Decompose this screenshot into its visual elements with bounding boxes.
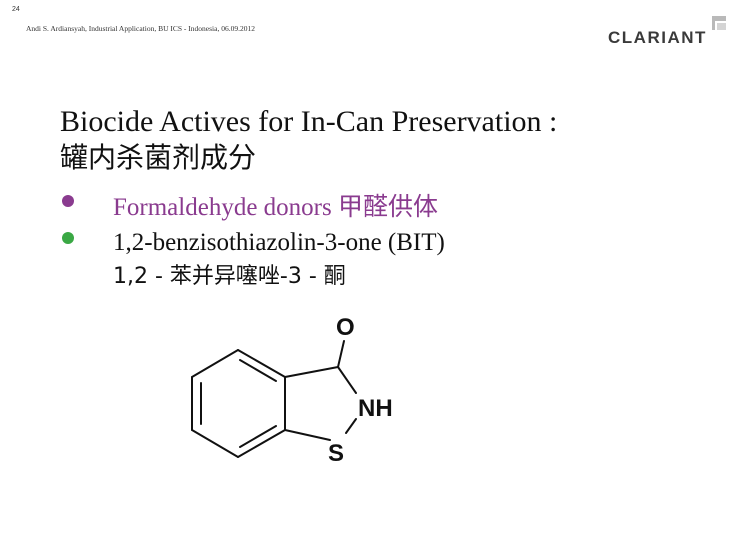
aromatic-bond — [239, 359, 277, 382]
aromatic-bond — [239, 425, 277, 448]
clariant-logo: CLARIANT — [608, 16, 728, 47]
ring-bond — [345, 418, 357, 434]
slide-title: Biocide Actives for In-Can Preservation … — [60, 105, 558, 138]
bullet-item-formaldehyde: Formaldehyde donors 甲醛供体 — [113, 194, 438, 221]
nitrogen-label: NH — [358, 395, 393, 422]
page-number: 24 — [12, 6, 20, 13]
bullet-item-bit: 1,2-benzisothiazolin-3-one (BIT) — [113, 229, 445, 256]
bullet-dot-2 — [62, 232, 74, 244]
bullet-item-bit-chinese: 1,2 - 苯并异噻唑-3 - 酮 — [113, 264, 346, 289]
bullet-dot-1 — [62, 195, 74, 207]
sulfur-label: S — [328, 440, 344, 467]
carbonyl-bond — [337, 340, 345, 368]
presentation-footer: Andi S. Ardiansyah, Industrial Applicati… — [26, 24, 255, 33]
ring-bond — [191, 429, 239, 458]
ring-bond — [237, 349, 286, 378]
ring-bond — [284, 366, 339, 378]
ring-bond — [284, 429, 331, 441]
bit-structure-diagram: O NH S — [191, 314, 393, 467]
oxygen-label: O — [336, 314, 355, 341]
slide-title-chinese: 罐内杀菌剂成分 — [60, 141, 257, 174]
ring-bond — [337, 366, 357, 394]
logo-text: CLARIANT — [608, 28, 707, 47]
ring-bond — [191, 349, 239, 378]
ring-bond — [237, 429, 286, 458]
logo-mark-icon — [712, 16, 726, 30]
